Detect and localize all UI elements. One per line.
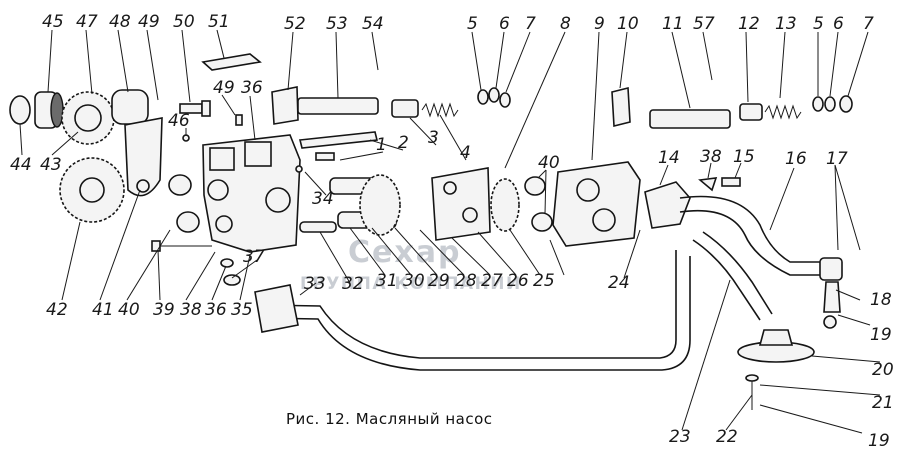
callout-57: 57	[693, 14, 715, 34]
callout-17: 17	[826, 149, 848, 169]
callout-49: 49	[138, 12, 160, 32]
callout-38: 38	[700, 147, 722, 167]
callout-27: 27	[481, 271, 503, 291]
callout-48: 48	[109, 12, 131, 32]
callout-18: 18	[870, 290, 892, 310]
callout-19: 19	[870, 325, 892, 345]
watermark-logo: Сехар	[348, 235, 461, 270]
callout-9: 9	[594, 14, 605, 34]
callout-53: 53	[326, 14, 348, 34]
callout-40b: 40	[118, 300, 140, 320]
callout-32: 32	[342, 274, 364, 294]
callout-52: 52	[284, 14, 306, 34]
callout-24: 24	[608, 273, 630, 293]
callout-23: 23	[669, 427, 691, 447]
callout-54: 54	[362, 14, 384, 34]
callout-10: 10	[617, 14, 639, 34]
callout-36: 36	[241, 78, 263, 98]
callout-51: 51	[208, 12, 230, 32]
watermark-subtitle: ГРУППА КОМПАНИИ	[300, 274, 522, 294]
callout-4: 4	[460, 143, 471, 163]
callout-21: 21	[872, 393, 894, 413]
callout-11: 11	[662, 14, 684, 34]
callout-7: 7	[525, 14, 536, 34]
callout-16: 16	[785, 149, 807, 169]
callout-39: 39	[153, 300, 175, 320]
callout-41: 41	[92, 300, 114, 320]
callout-15: 15	[733, 147, 755, 167]
callout-34: 34	[312, 189, 334, 209]
callout-labels: 45 47 48 49 50 51 52 53 54 5 6 7 8 9 10 …	[10, 12, 894, 451]
callout-5b: 5	[813, 14, 824, 34]
callout-5: 5	[467, 14, 478, 34]
callout-6: 6	[499, 14, 510, 34]
callout-19b: 19	[868, 431, 890, 451]
callout-12: 12	[738, 14, 760, 34]
callout-31: 31	[376, 271, 398, 291]
callout-20: 20	[872, 360, 894, 380]
callout-25: 25	[533, 271, 555, 291]
callout-36b: 36	[205, 300, 227, 320]
callout-28: 28	[455, 271, 477, 291]
callout-40: 40	[538, 153, 560, 173]
callout-44: 44	[10, 155, 32, 175]
callout-8: 8	[560, 14, 571, 34]
callout-35: 35	[231, 300, 253, 320]
callout-37: 37	[243, 247, 265, 267]
callout-50: 50	[173, 12, 195, 32]
callout-7b: 7	[863, 14, 874, 34]
callout-13: 13	[775, 14, 797, 34]
callout-22: 22	[716, 427, 738, 447]
callout-29: 29	[428, 271, 450, 291]
figure-caption: Рис. 12. Масляный насос	[286, 410, 493, 428]
callout-6b: 6	[833, 14, 844, 34]
callout-14: 14	[658, 148, 680, 168]
callout-33: 33	[304, 274, 326, 294]
callout-38b: 38	[180, 300, 202, 320]
pump-drawing	[9, 53, 853, 410]
callout-43: 43	[40, 155, 62, 175]
callout-49b: 49	[213, 78, 235, 98]
callout-46: 46	[168, 111, 190, 131]
leader-lines	[19, 29, 881, 434]
callout-47: 47	[76, 12, 98, 32]
callout-2: 2	[398, 133, 409, 153]
callout-3: 3	[428, 128, 439, 148]
callout-1: 1	[376, 135, 387, 155]
callout-42: 42	[46, 300, 68, 320]
callout-45: 45	[42, 12, 64, 32]
callout-26: 26	[507, 271, 529, 291]
callout-30: 30	[403, 271, 425, 291]
